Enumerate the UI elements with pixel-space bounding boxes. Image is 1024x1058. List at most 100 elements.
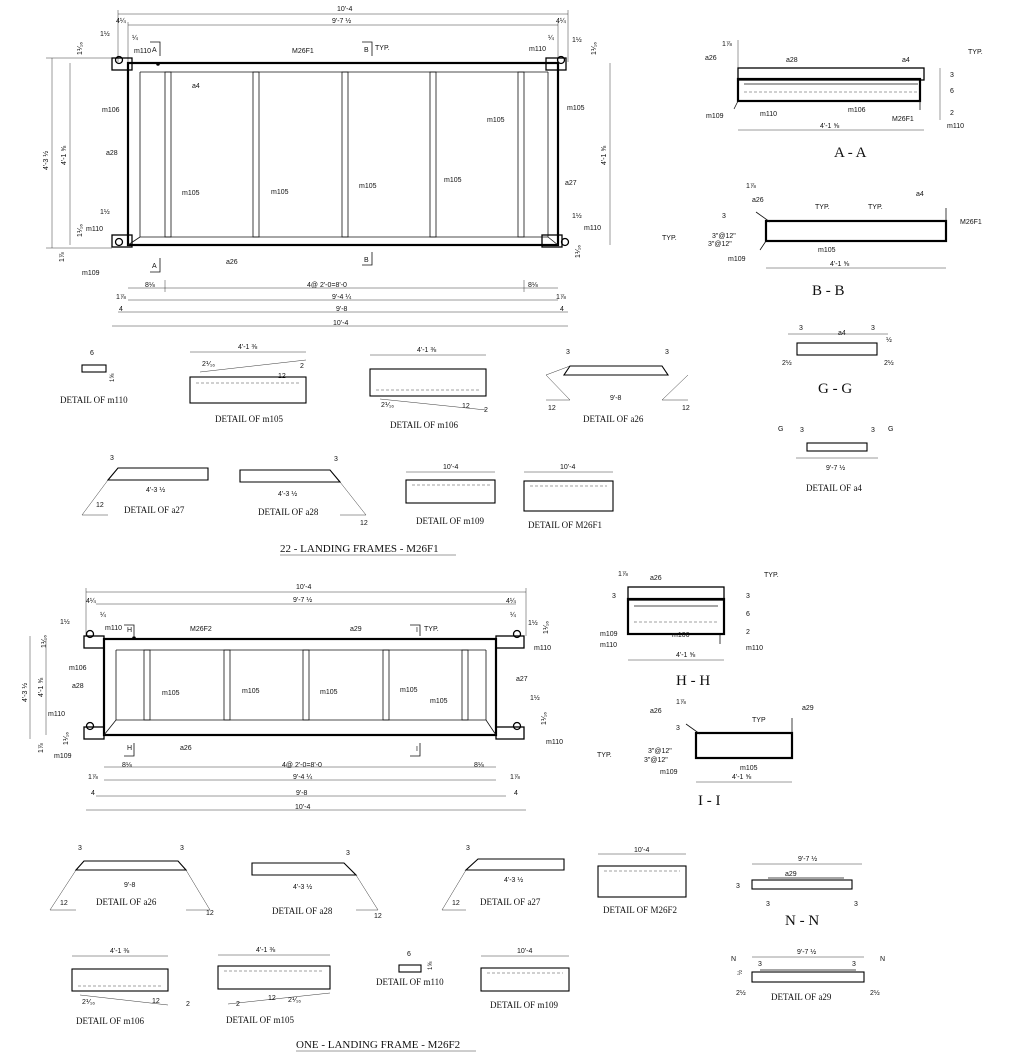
svg-text:10'-4: 10'-4 [517,948,532,955]
bb-label-pitch1: 3"@12" [712,233,736,240]
f1-dim-818-right: 8⅛ [528,282,538,289]
f2-detail-m105-caption: DETAIL OF m105 [226,1015,294,1025]
f1-dim-height-inner-right: 4'-1 ⅝ [601,146,608,165]
svg-text:3: 3 [852,961,856,968]
svg-text:a26: a26 [650,708,662,715]
svg-text:a26: a26 [650,575,662,582]
f1-detail-a27-caption: DETAIL OF a27 [124,505,185,515]
svg-text:m110: m110 [746,645,763,652]
bb-dim-3: 3 [722,213,726,220]
f2-detail-m26f2-caption: DETAIL OF M26F2 [603,905,677,915]
svg-text:G: G [778,426,783,433]
svg-text:TYP.: TYP. [424,626,439,633]
svg-text:12: 12 [278,373,286,380]
frame1-title: 22 - LANDING FRAMES - M26F1 [280,543,439,555]
svg-text:12: 12 [374,913,382,920]
svg-text:3: 3 [758,961,762,968]
svg-text:m106: m106 [672,632,690,639]
svg-text:4'-3 ½: 4'-3 ½ [293,883,312,891]
aa-label-m109: m109 [706,113,724,120]
svg-text:4: 4 [91,790,95,797]
aa-title: A - A [834,145,867,161]
aa-dim-width: 4'-1 ⅝ [820,123,839,130]
svg-text:I: I [416,627,418,634]
f1-dim-112-tl: 1½ [100,30,110,38]
svg-text:2: 2 [236,1001,240,1008]
f1-label-m110-bl: m110 [86,226,103,233]
svg-text:m110: m110 [546,739,563,746]
f1-dim-14-left: ¼ [132,35,138,42]
aa-dim-178: 1⅞ [722,41,732,48]
svg-text:TYP: TYP [752,717,766,724]
bb-label-typ-mid: TYP. [815,204,830,211]
svg-text:4'-3 ½: 4'-3 ½ [278,490,297,498]
svg-text:3: 3 [854,901,858,908]
svg-text:12: 12 [548,405,556,412]
svg-text:9'-8: 9'-8 [610,395,622,402]
svg-text:1⅟₁₆: 1⅟₁₆ [541,712,548,725]
svg-text:2⅟₁₆: 2⅟₁₆ [202,361,215,368]
svg-text:m110: m110 [105,625,122,632]
f1-detail-m110-caption: DETAIL OF m110 [60,395,128,405]
svg-text:3: 3 [110,455,114,462]
svg-text:m109: m109 [54,753,72,760]
svg-text:H: H [127,745,132,752]
f1-dim-bot-941: 9'-4 ¼ [332,294,351,301]
svg-text:¼: ¼ [100,612,106,619]
svg-text:a27: a27 [516,676,528,683]
svg-text:12: 12 [452,900,460,907]
svg-text:2⅟₁₆: 2⅟₁₆ [82,999,95,1006]
aa-label-a28: a28 [786,57,798,64]
svg-text:12: 12 [96,502,104,509]
gg-dim-3-right: 3 [871,325,875,332]
svg-text:1⅟₁₆: 1⅟₁₆ [543,621,550,634]
svg-text:9'-8: 9'-8 [124,882,136,889]
f1-label-m105-1: m105 [182,190,200,197]
f1-label-a26: a26 [226,259,238,266]
f1-m105-members [164,71,525,238]
svg-text:9'-7 ½: 9'-7 ½ [293,596,312,604]
f1-dim-spacing: 4@ 2'-0=8'-0 [307,282,347,289]
svg-text:3: 3 [78,845,82,852]
aa-dim-3: 3 [950,72,954,79]
svg-text:10'-4: 10'-4 [295,804,310,811]
f1-dim-818-left: 8⅛ [145,282,155,289]
svg-text:3: 3 [566,349,570,356]
svg-text:m110: m110 [534,645,551,652]
svg-text:6: 6 [407,951,411,958]
f2-detail-m110-caption: DETAIL OF m110 [376,977,444,987]
svg-text:1⅟₁₆: 1⅟₁₆ [41,635,48,648]
svg-text:A: A [152,263,157,270]
svg-text:N: N [731,956,736,963]
frame1-elevation: 10'-4 9'-7 ½ 4¼ 4¼ ¼ ¼ 1½ 1½ 1⅟₁₆ 1⅟₁₆ [42,6,611,327]
bb-label-m109: m109 [728,256,746,263]
svg-text:2: 2 [186,1001,190,1008]
aa-label-typ: TYP. [968,49,983,56]
f2-cut-h-top: H [124,624,135,636]
f1-dim-1116-bl: 1⅟₁₆ [77,224,84,237]
f1-dim-178-left: 1⅞ [59,252,66,262]
f1-label-a4: a4 [192,83,200,90]
svg-text:2⅟₁₆: 2⅟₁₆ [381,402,394,409]
svg-text:1⅝: 1⅝ [428,961,434,970]
svg-text:8⅛: 8⅛ [122,762,132,769]
f1-dim-height-inner-left: 4'-1 ⅝ [61,146,68,165]
bb-dim-width: 4'-1 ⅝ [830,261,849,268]
f1-dim-bot-104: 10'-4 [333,320,348,327]
svg-text:3: 3 [346,850,350,857]
aa-label-m106: m106 [848,107,866,114]
svg-text:1⅝: 1⅝ [110,373,116,382]
svg-text:3: 3 [746,593,750,600]
svg-text:m109: m109 [600,631,618,638]
bb-label-a26: a26 [752,197,764,204]
bb-dim-178: 1⅞ [746,183,756,190]
bb-label-typ-right: TYP. [868,204,883,211]
svg-text:m109: m109 [660,769,678,776]
f2-detail-m109-caption: DETAIL OF m109 [490,1000,558,1010]
f1-detail-a4-caption: DETAIL OF a4 [806,483,862,493]
f1-dim-41-left: 4¼ [116,18,126,25]
svg-text:B: B [364,257,369,264]
svg-text:3: 3 [180,845,184,852]
f1-label-m105-2: m105 [271,189,289,196]
